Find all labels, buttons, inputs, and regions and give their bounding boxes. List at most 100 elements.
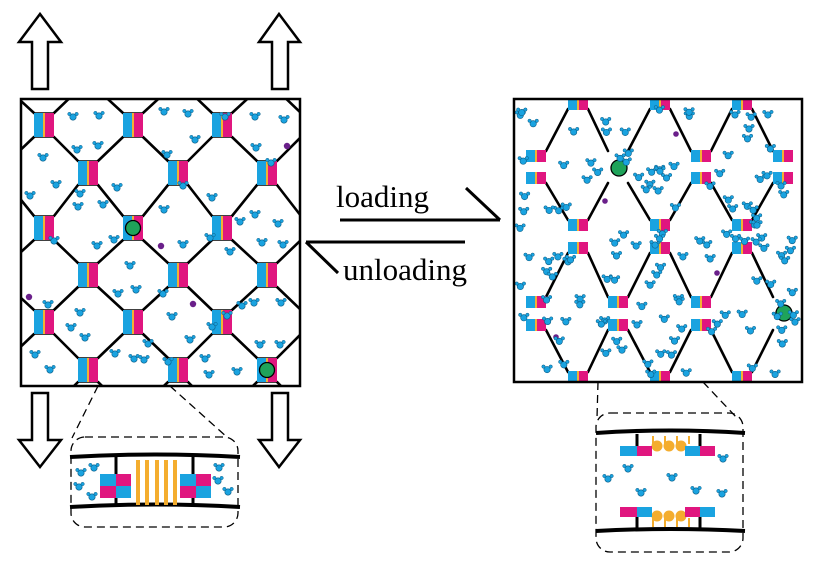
connector [608,319,628,331]
open-junction-inset [595,381,746,553]
connector [773,150,793,162]
water-molecule-icon [769,369,781,378]
connector [257,161,277,185]
connector [732,219,752,231]
water-molecule-icon [184,334,196,344]
connector [568,99,588,110]
water-molecule-icon [91,241,103,250]
unloaded-lattice-frame [19,97,302,388]
water-molecule-icon [248,297,260,307]
connector [168,161,188,185]
crosslink [173,460,177,505]
water-molecule-icon [669,202,682,212]
connector [78,263,98,287]
loading-label: loading [336,179,429,214]
water-molecule-icon [212,475,224,485]
water-molecule-icon [711,319,723,328]
water-molecule-icon [177,240,189,249]
water-molecule-icon [600,348,612,357]
water-molecule-icon [553,336,565,345]
connector [691,150,711,162]
water-molecule-icon [222,486,234,496]
water-molecule-icon [67,112,79,121]
water-molecule-icon [705,326,718,336]
unloaded-lattice [0,99,321,386]
crosslink [145,460,149,505]
water-molecule-icon [75,467,87,477]
water-molecule-icon [636,301,648,311]
water-molecule-icon [704,253,716,263]
water-molecule-icon [654,262,667,272]
connector [78,358,98,382]
crosslink-bead [651,440,663,452]
connector [650,371,670,382]
water-molecule-icon [600,127,613,136]
water-molecule-icon [630,241,642,250]
water-molecule-icon [786,287,798,297]
water-molecule-icon [514,281,526,291]
water-molecule-icon [124,260,136,270]
connector [212,310,232,334]
water-molecule-icon [231,366,243,376]
water-molecule-icon [182,109,194,118]
water-molecule-icon [779,255,791,265]
water-molecule-icon [158,107,170,116]
water-molecule-icon [29,349,41,359]
water-molecule-icon [138,354,150,364]
water-molecule-icon [610,250,623,260]
water-molecule-icon [619,127,631,136]
water-molecule-icon [609,238,621,247]
unloading-arrow [304,240,465,275]
water-molecule-icon [722,150,734,160]
crosslink-bead [663,440,675,452]
water-molecule-icon [541,364,553,374]
water-molecule-icon [736,309,748,319]
water-molecule-icon [44,364,56,374]
water-molecule-icon [660,173,673,182]
water-molecule-icon [611,336,623,346]
water-molecule-icon [640,184,652,194]
water-molecule-icon [744,325,757,335]
connector [0,358,9,382]
arrow-down-icon [256,391,303,470]
loading-arrow [340,186,502,222]
connector [123,113,143,137]
water-molecule-icon [130,284,142,294]
connector [691,319,711,331]
water-molecule-icon [93,111,105,120]
connector [257,263,277,287]
connector [650,219,670,231]
connector [732,99,752,110]
connector [34,216,54,240]
water-molecule-icon [622,463,634,473]
water-molecule-icon [666,472,678,482]
water-molecule-icon [616,345,628,354]
water-molecule-icon [37,153,49,162]
water-molecule-icon [249,112,261,121]
water-molecule-icon [668,336,681,345]
water-molecule-icon [680,368,692,377]
water-molecule-icon [677,251,689,261]
water-molecule-icon [668,161,680,171]
water-molecule-icon [560,316,572,326]
water-molecule-icon [592,167,604,176]
water-molecule-icon [256,238,268,247]
water-molecule-icon [600,116,612,126]
water-molecule-icon [213,462,225,472]
closed-junction-inset [69,385,241,528]
water-molecule-icon [274,339,286,349]
crosslink [155,460,159,505]
water-molecule-icon [608,275,621,284]
connector [568,371,588,382]
water-molecule-icon [224,247,236,256]
water-molecule-icon [71,145,83,154]
water-molecule-icon [652,186,664,195]
crosslink-bead [675,510,687,522]
water-molecule-icon [206,193,218,202]
connector [78,161,98,185]
water-molecule-icon [741,133,754,143]
connector [301,113,321,137]
water-molecule-icon [727,204,739,213]
